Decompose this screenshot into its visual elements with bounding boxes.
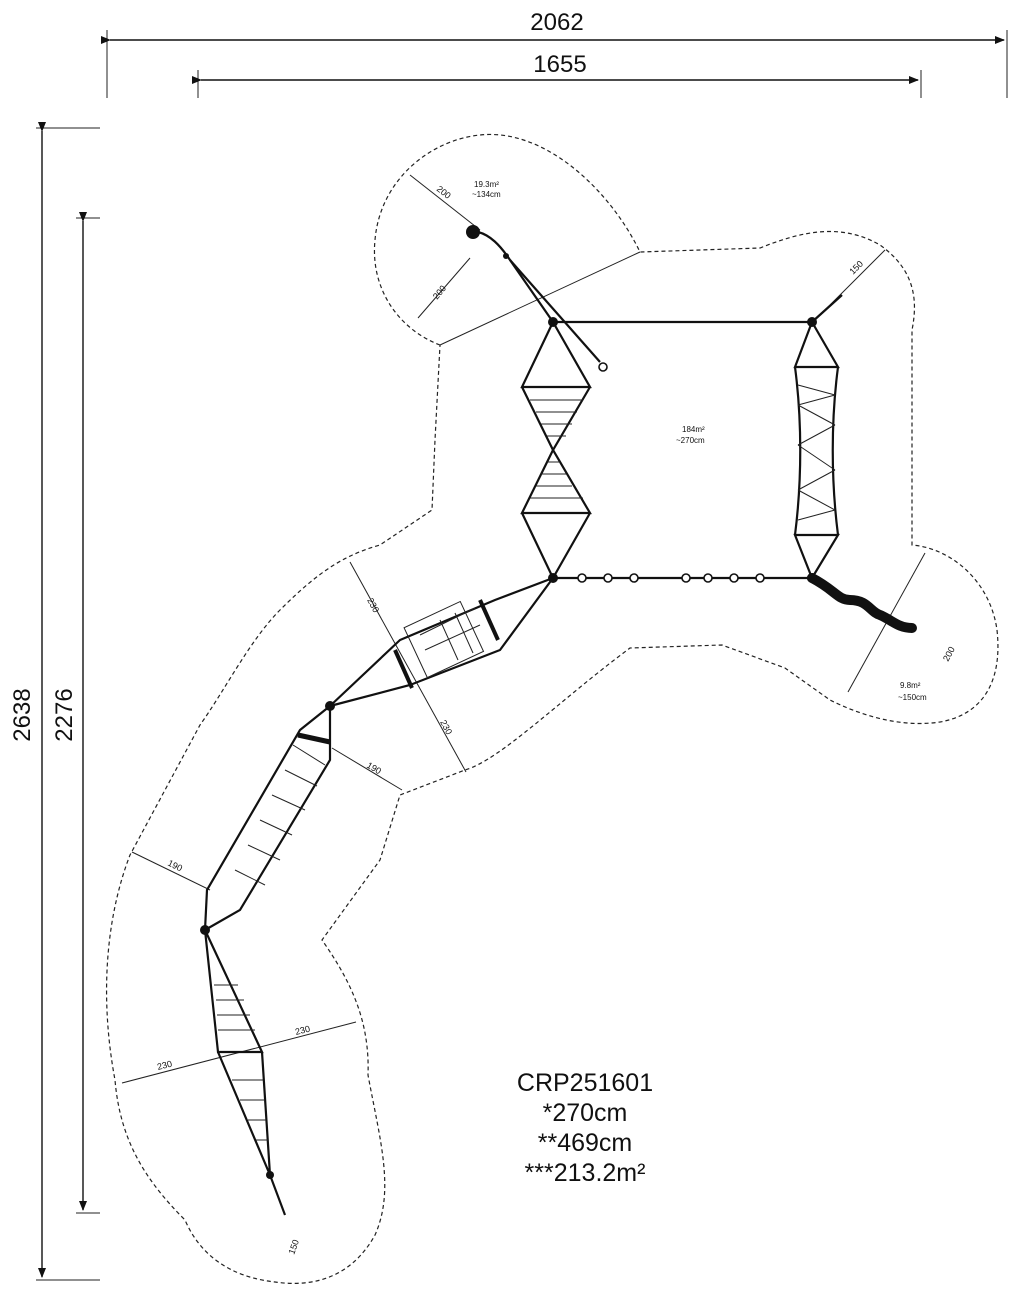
height-spec: *270cm [542,1099,628,1127]
overall-width-label: 2062 [530,9,583,36]
label-chain-upper-a: 230 [365,596,381,614]
top-height-value: ~134cm [472,190,501,199]
label-top-right: 150 [847,259,865,277]
right-area-value: 9.8m² [900,681,921,690]
dimension-overall-width [101,30,1008,98]
inner-height-label: 2276 [51,688,78,741]
play-structure [200,225,917,1216]
inner-width-label: 1655 [533,51,586,78]
area-spec: ***213.2m² [524,1159,646,1187]
title-block: CRP251601 *270cm **469cm ***213.2m² [470,1068,700,1188]
zone-dividers [121,174,926,1084]
label-top-zone-a: 200 [435,184,453,201]
length-spec: **469cm [537,1129,633,1157]
dimension-inner-width [192,70,922,98]
label-chain-low-a: 230 [156,1059,173,1072]
label-chain-mid-b: 190 [166,858,184,874]
overall-height-label: 2638 [9,688,36,741]
label-chain-low-b: 230 [294,1024,311,1037]
label-right-zone: 200 [941,645,957,663]
center-area-value: 184m² [682,425,705,434]
dimension-overall-height [36,122,100,1281]
safety-zone-outline [105,133,999,1284]
center-height-value: ~270cm [676,436,705,445]
product-code: CRP251601 [516,1069,654,1097]
dimension-inner-height [76,212,100,1214]
label-bottom: 150 [286,1238,301,1256]
label-chain-mid-a: 190 [365,760,383,776]
label-chain-upper-b: 230 [438,718,454,736]
right-height-value: ~150cm [898,693,927,702]
top-area-value: 19.3m² [474,180,499,189]
